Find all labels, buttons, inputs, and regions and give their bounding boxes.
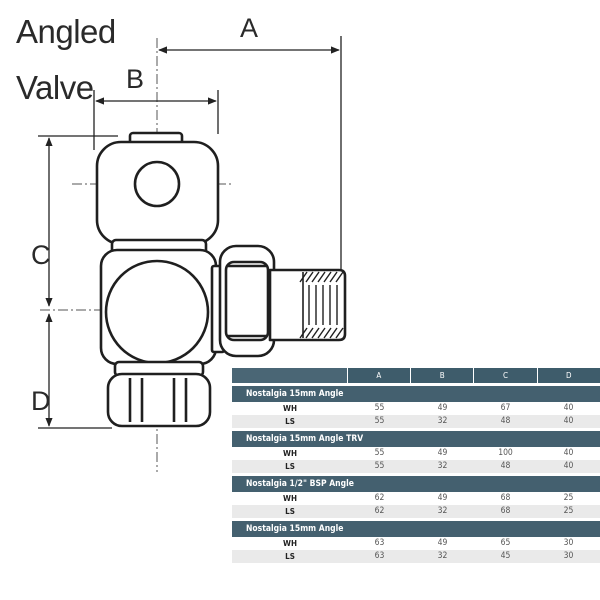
dimension-c-label: C <box>31 240 51 270</box>
cell: 25 <box>563 506 574 516</box>
table-group: Nostalgia 1/2" BSP Angle WH 62 49 68 25 … <box>232 476 600 518</box>
table-row: LS 62 32 68 25 <box>232 505 600 518</box>
column-header-c: C <box>473 368 537 383</box>
cell: 63 <box>374 551 385 561</box>
cell: 67 <box>500 403 511 413</box>
cell: 32 <box>437 416 448 426</box>
table-group: Nostalgia 15mm Angle WH 55 49 67 40 LS 5… <box>232 386 600 428</box>
group-title: Nostalgia 15mm Angle <box>232 521 600 537</box>
table-row: WH 55 49 100 40 <box>232 447 600 460</box>
table-row: WH 55 49 67 40 <box>232 402 600 415</box>
title-line-2: Valve <box>16 69 94 106</box>
table-group: Nostalgia 15mm Angle WH 63 49 65 30 LS 6… <box>232 521 600 563</box>
cell: 55 <box>374 461 385 471</box>
group-title: Nostalgia 15mm Angle <box>232 386 600 402</box>
cell: 32 <box>437 461 448 471</box>
cell: 40 <box>563 403 574 413</box>
row-label: WH <box>283 449 297 458</box>
valve-body <box>95 131 347 428</box>
cell: 32 <box>437 551 448 561</box>
column-header-d: D <box>536 368 600 383</box>
cell: 40 <box>563 461 574 471</box>
table-row: LS 63 32 45 30 <box>232 550 600 563</box>
table-header-row: A B C D <box>232 368 600 383</box>
table-row: WH 63 49 65 30 <box>232 537 600 550</box>
table-group: Nostalgia 15mm Angle TRV WH 55 49 100 40… <box>232 431 600 473</box>
table-row: WH 62 49 68 25 <box>232 492 600 505</box>
spindle-circle <box>133 160 181 208</box>
dimension-b-label: B <box>126 64 144 94</box>
row-label: LS <box>285 552 295 561</box>
cell: 49 <box>437 448 448 458</box>
cell: 40 <box>563 416 574 426</box>
cell: 30 <box>563 551 574 561</box>
cell: 68 <box>500 506 511 516</box>
cell: 49 <box>437 403 448 413</box>
header-corner <box>232 368 347 383</box>
cell: 68 <box>500 493 511 503</box>
dimension-lines <box>45 46 340 427</box>
row-label: WH <box>283 404 297 413</box>
group-title: Nostalgia 1/2" BSP Angle <box>232 476 600 492</box>
cell: 55 <box>374 403 385 413</box>
dimension-d-label: D <box>31 386 51 416</box>
cell: 32 <box>437 506 448 516</box>
group-title: Nostalgia 15mm Angle TRV <box>232 431 600 447</box>
extension-lines <box>38 36 342 429</box>
row-label: WH <box>283 494 297 503</box>
row-label: LS <box>285 507 295 516</box>
dimension-a-label: A <box>240 13 258 43</box>
cell: 49 <box>437 493 448 503</box>
row-label: LS <box>285 417 295 426</box>
cell: 63 <box>374 538 385 548</box>
body-circle <box>104 259 210 365</box>
cell: 25 <box>563 493 574 503</box>
cell: 62 <box>374 506 385 516</box>
cell: 100 <box>498 448 513 458</box>
row-label: WH <box>283 539 297 548</box>
column-header-b: B <box>410 368 474 383</box>
row-label: LS <box>285 462 295 471</box>
cell: 48 <box>500 461 511 471</box>
thread-pattern <box>299 271 344 339</box>
table-row: LS 55 32 48 40 <box>232 460 600 473</box>
title-line-1: Angled <box>16 13 116 50</box>
cell: 62 <box>374 493 385 503</box>
cell: 55 <box>374 448 385 458</box>
diagram-title: Angled Valve <box>16 4 156 116</box>
cell: 49 <box>437 538 448 548</box>
table-row: LS 55 32 48 40 <box>232 415 600 428</box>
cell: 55 <box>374 416 385 426</box>
cell: 65 <box>500 538 511 548</box>
cell: 48 <box>500 416 511 426</box>
column-header-a: A <box>346 368 411 383</box>
cell: 45 <box>500 551 511 561</box>
cell: 30 <box>563 538 574 548</box>
cell: 40 <box>563 448 574 458</box>
spec-table: A B C D Nostalgia 15mm Angle WH 55 49 67… <box>232 368 600 563</box>
